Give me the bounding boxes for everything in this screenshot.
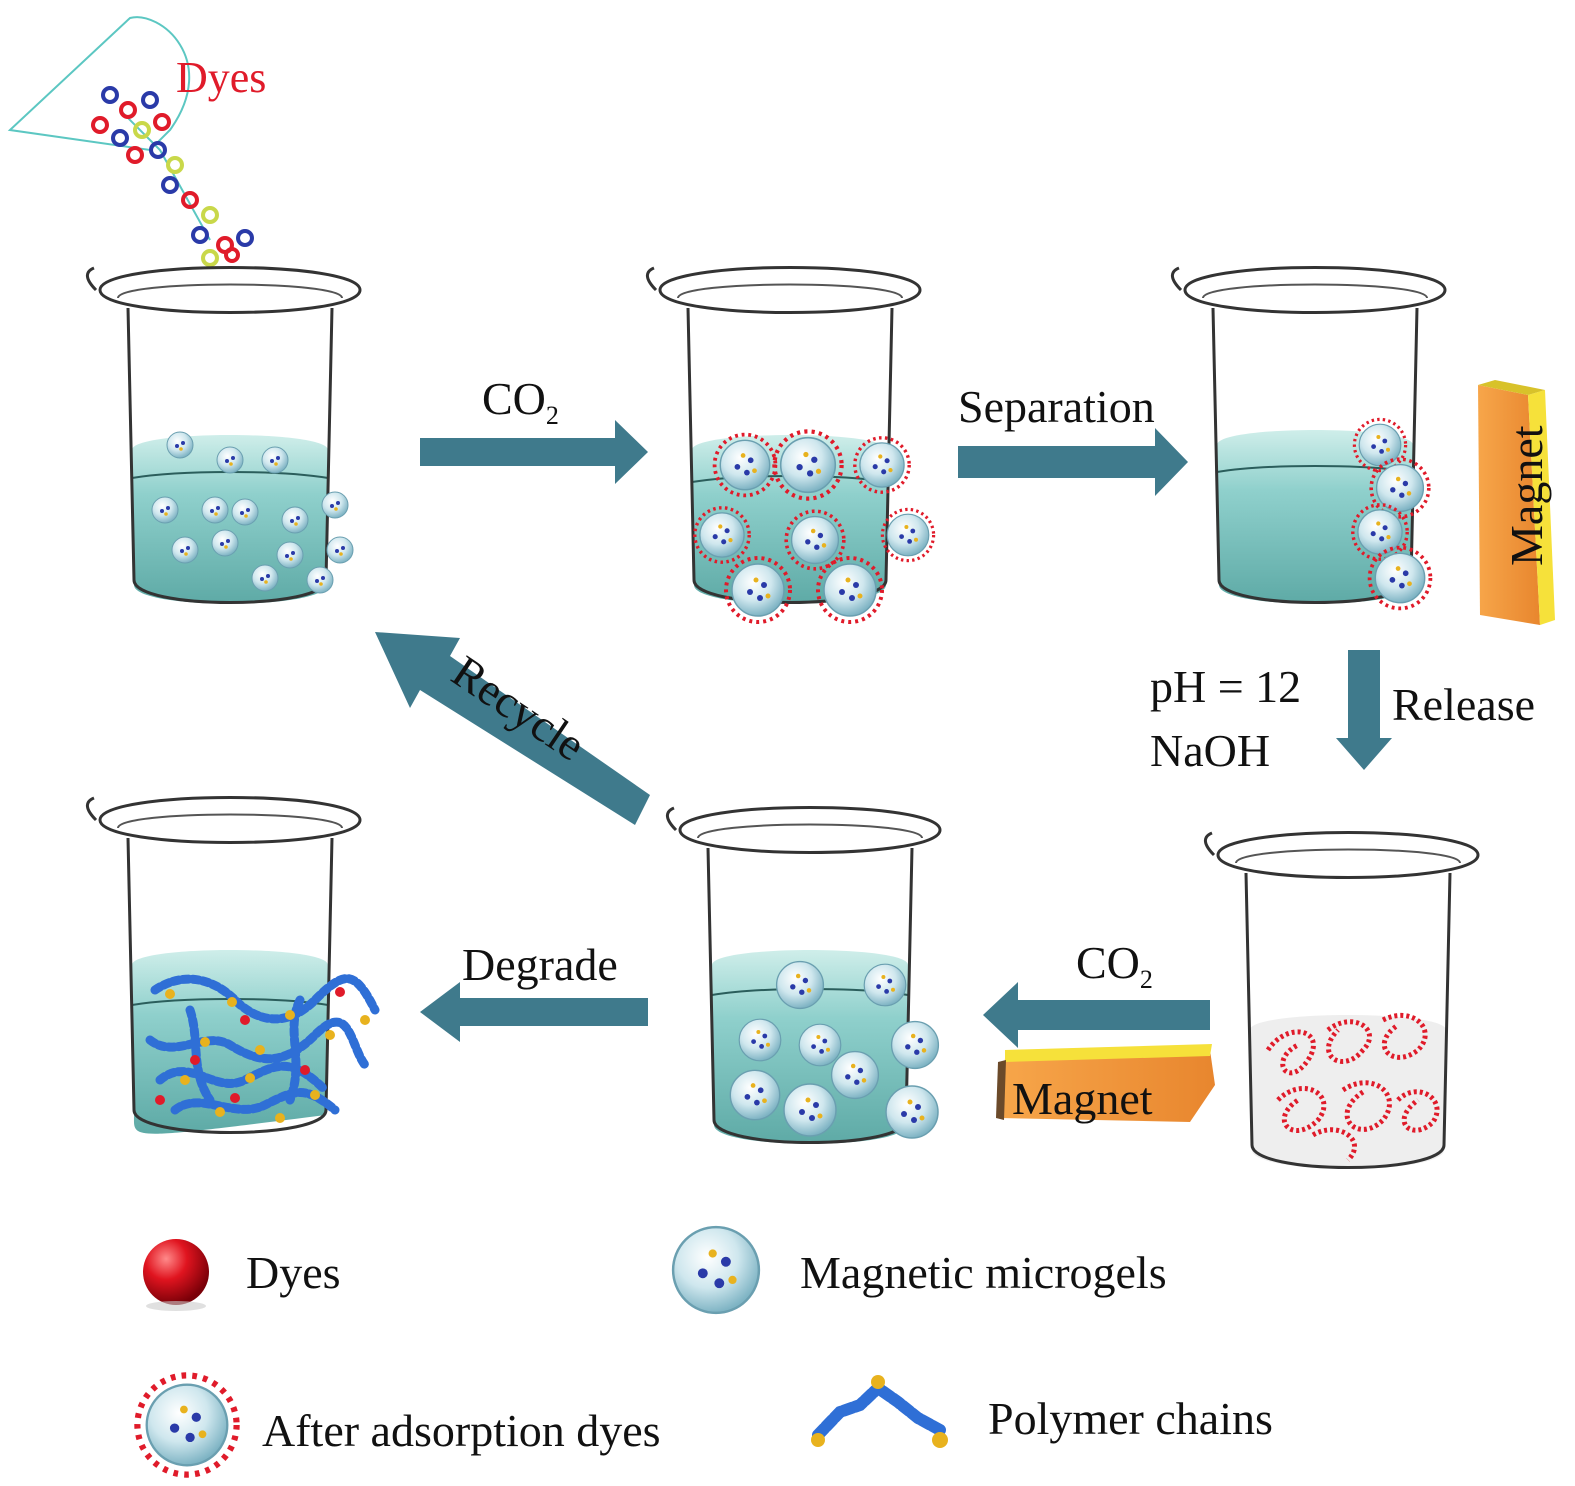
magnet-vertical-icon <box>1478 380 1555 625</box>
arrow-separation <box>958 428 1188 496</box>
beaker-separation <box>1170 266 1447 609</box>
co2-back-label: CO2 <box>1076 937 1153 994</box>
legend-polymer-icon <box>811 1375 948 1448</box>
legend-dyes-icon <box>143 1239 209 1311</box>
legend-dyes-label: Dyes <box>246 1247 341 1298</box>
degrade-label: Degrade <box>462 939 618 990</box>
beaker-release <box>1203 831 1480 1169</box>
legend-microgels-label: Magnetic microgels <box>800 1247 1167 1298</box>
funnel-dyes-label: Dyes <box>176 53 267 102</box>
arrow-release <box>1336 650 1392 770</box>
funnel-icon <box>7 16 211 241</box>
magnet-horizontal-icon <box>996 1044 1215 1122</box>
legend-polymer-label: Polymer chains <box>988 1393 1273 1444</box>
dye-particles <box>91 86 254 267</box>
beaker-degraded <box>85 796 380 1134</box>
arrow-degrade <box>420 982 648 1042</box>
magnet-vertical-label: Magnet <box>1501 425 1552 566</box>
beaker-initial <box>85 266 362 604</box>
naoh-label: NaOH <box>1150 725 1271 776</box>
release-label: Release <box>1392 679 1536 730</box>
legend-adsorbed-icon <box>137 1375 236 1474</box>
beaker-recovered <box>665 806 942 1144</box>
arrow-recycle <box>375 632 650 825</box>
magnet-horizontal-label: Magnet <box>1012 1073 1153 1124</box>
beaker-adsorbed <box>645 266 933 623</box>
separation-label: Separation <box>958 381 1155 432</box>
ph-label: pH = 12 <box>1150 661 1302 712</box>
arrow-co2-back <box>983 982 1210 1048</box>
co2-label: CO2 <box>482 373 559 430</box>
legend-after-label: After adsorption dyes <box>262 1405 661 1456</box>
legend-microgel-icon <box>671 1225 761 1315</box>
arrow-co2 <box>420 420 648 484</box>
